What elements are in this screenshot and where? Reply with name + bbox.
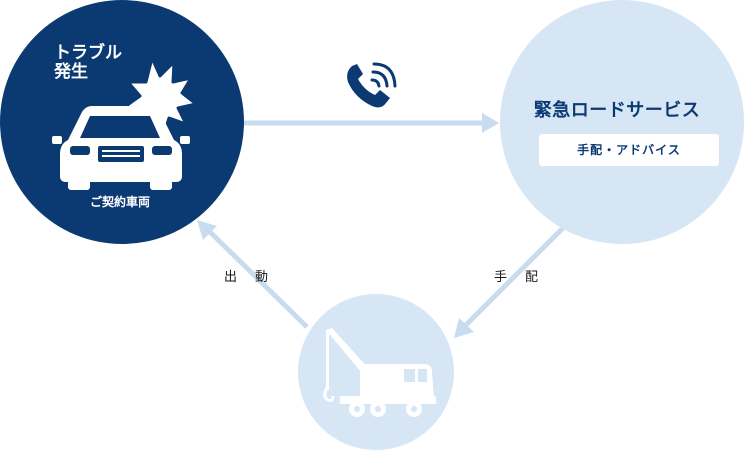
edge-dispatch-label: 出動 bbox=[224, 270, 287, 285]
node-service-subtitle: 手配・アドバイス bbox=[539, 134, 719, 166]
arrow-dispatch bbox=[197, 220, 309, 329]
node-service-title: 緊急ロードサービス bbox=[533, 100, 701, 121]
edge-arrange-label: 手配 bbox=[494, 270, 557, 285]
arrow-arrange bbox=[454, 226, 565, 338]
node-trouble-title: トラブル 発生 bbox=[54, 43, 122, 82]
car-icon bbox=[52, 106, 190, 190]
arrow-call bbox=[244, 113, 499, 133]
node-service-circle bbox=[500, 0, 744, 244]
tow-truck-icon bbox=[323, 328, 436, 417]
phone-icon bbox=[347, 62, 397, 108]
node-trouble-caption: ご契約車両 bbox=[89, 195, 150, 209]
